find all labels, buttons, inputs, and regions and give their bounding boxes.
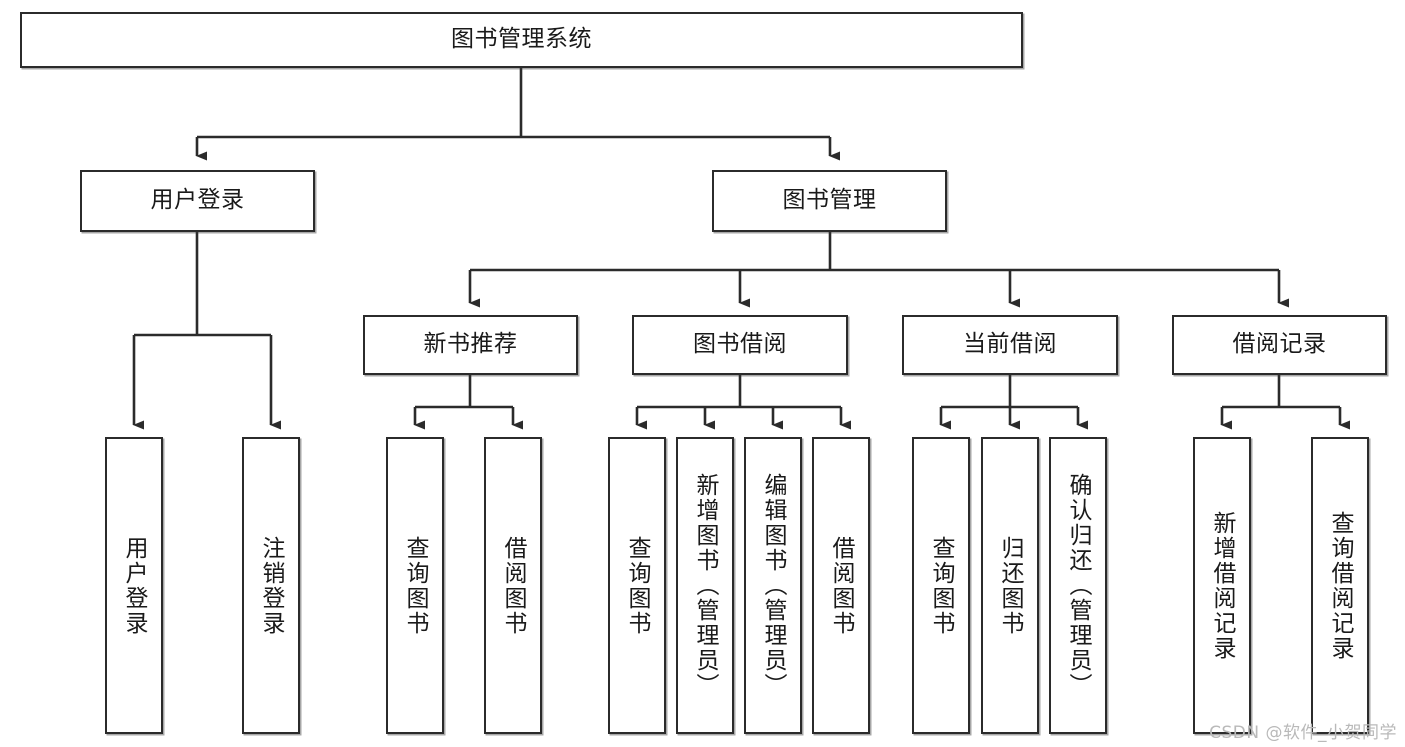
- node-borrow-record[interactable]: 借阅记录: [1172, 315, 1387, 375]
- node-leaf-borrow-book-1-label: 借阅图书: [500, 535, 527, 636]
- node-leaf-query-book-2-label: 查询图书: [624, 535, 651, 636]
- node-user-login[interactable]: 用户登录: [80, 170, 315, 232]
- node-leaf-user-login[interactable]: 用户登录: [105, 437, 163, 734]
- node-borrow-record-label: 借阅记录: [1232, 331, 1327, 358]
- node-leaf-return-book-label: 归还图书: [997, 535, 1024, 636]
- node-book-management[interactable]: 图书管理: [712, 170, 947, 232]
- node-leaf-borrow-book-2-label: 借阅图书: [828, 535, 855, 636]
- node-leaf-logout-login-label: 注销登录: [258, 535, 285, 636]
- node-leaf-query-book-3[interactable]: 查询图书: [912, 437, 970, 734]
- node-leaf-query-book-2[interactable]: 查询图书: [608, 437, 666, 734]
- node-leaf-borrow-book-2[interactable]: 借阅图书: [812, 437, 870, 734]
- node-root-label: 图书管理系统: [451, 26, 592, 53]
- node-leaf-query-record[interactable]: 查询借阅记录: [1311, 437, 1369, 734]
- node-leaf-borrow-book-1[interactable]: 借阅图书: [484, 437, 542, 734]
- node-leaf-confirm-return-label: 确认归还（管理员）: [1065, 473, 1092, 698]
- watermark: CSDN @软件_小贺同学: [1209, 723, 1397, 743]
- node-new-book-recommend-label: 新书推荐: [423, 331, 518, 358]
- node-leaf-return-book[interactable]: 归还图书: [981, 437, 1039, 734]
- node-root[interactable]: 图书管理系统: [20, 12, 1023, 68]
- node-user-login-label: 用户登录: [150, 187, 245, 214]
- node-new-book-recommend[interactable]: 新书推荐: [363, 315, 578, 375]
- node-leaf-confirm-return[interactable]: 确认归还（管理员）: [1049, 437, 1107, 734]
- node-leaf-edit-book-label: 编辑图书（管理员）: [760, 473, 787, 698]
- node-leaf-query-book-1[interactable]: 查询图书: [386, 437, 444, 734]
- node-leaf-add-record-label: 新增借阅记录: [1209, 510, 1236, 661]
- node-leaf-add-book-label: 新增图书（管理员）: [692, 473, 719, 698]
- node-leaf-logout-login[interactable]: 注销登录: [242, 437, 300, 734]
- node-current-borrow-label: 当前借阅: [963, 331, 1057, 358]
- node-book-borrow-label: 图书借阅: [693, 331, 787, 358]
- node-leaf-query-record-label: 查询借阅记录: [1327, 510, 1354, 661]
- node-leaf-query-book-1-label: 查询图书: [402, 535, 429, 636]
- node-leaf-add-record[interactable]: 新增借阅记录: [1193, 437, 1251, 734]
- node-book-management-label: 图书管理: [782, 187, 877, 214]
- node-leaf-add-book[interactable]: 新增图书（管理员）: [676, 437, 734, 734]
- node-book-borrow[interactable]: 图书借阅: [632, 315, 848, 375]
- node-leaf-edit-book[interactable]: 编辑图书（管理员）: [744, 437, 802, 734]
- node-leaf-query-book-3-label: 查询图书: [928, 535, 955, 636]
- node-leaf-user-login-label: 用户登录: [121, 535, 148, 636]
- node-current-borrow[interactable]: 当前借阅: [902, 315, 1118, 375]
